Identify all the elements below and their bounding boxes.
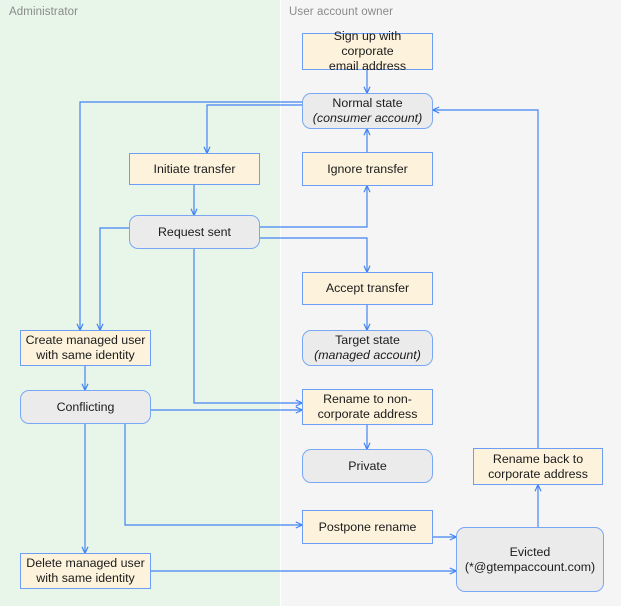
node-initiate-transfer[interactable]: Initiate transfer [129,153,260,185]
node-label-line1: Request sent [157,224,231,239]
node-label-line2: (managed account) [314,348,421,362]
node-label-line1: Sign up with corporate [333,29,402,58]
edge-conflicting-to-postpone [124,423,302,525]
node-create-managed-user-with-same-identity[interactable]: Create managed user with same identity [20,330,151,366]
swimlane-administrator [0,0,280,606]
node-label-line1: Normal state [332,96,403,110]
node-target-state[interactable]: Target state (managed account) [302,330,433,366]
node-ignore-transfer[interactable]: Ignore transfer [302,152,433,186]
node-label-line1: Rename to non- [323,392,412,406]
node-rename-to-non-corporate-address[interactable]: Rename to non- corporate address [302,389,433,425]
node-label-line1: Conflicting [56,399,115,414]
node-label-line2: corporate address [488,466,588,481]
node-label-line2: (*@gtempaccount.com) [464,559,596,574]
edge-requestsent-to-ignore [259,186,367,228]
node-request-sent[interactable]: Request sent [129,215,260,249]
swimlane-administrator-label: Administrator [9,6,79,18]
edge-requestsent-to-accept [259,237,367,272]
node-normal-state[interactable]: Normal state (consumer account) [302,93,433,129]
node-delete-managed-user-with-same-identity[interactable]: Delete managed user with same identity [20,553,151,589]
node-label-line1: Initiate transfer [153,161,236,176]
swimlane-user-account-owner-label: User account owner [289,6,394,18]
node-sign-up-with-corporate-email-address[interactable]: Sign up with corporate email address [302,29,433,73]
node-label-line1: Rename back to [492,451,584,466]
node-label-line2: email address [328,59,407,73]
node-accept-transfer[interactable]: Accept transfer [302,272,433,305]
node-conflicting[interactable]: Conflicting [20,390,151,424]
node-evicted[interactable]: Evicted (*@gtempaccount.com) [456,527,604,592]
node-label-line1: Target state [335,333,400,347]
node-label-line1: Evicted [509,544,551,559]
node-private[interactable]: Private [302,449,433,483]
edge-normal-to-initiate [207,104,302,153]
edge-requestsent-to-renamenon [193,242,302,403]
node-label-line1: Accept transfer [325,281,410,295]
node-label-line2: with same identity [36,348,135,362]
node-label-line2: with same identity [36,571,135,585]
node-label-line1: Create managed user [25,333,146,347]
node-label-line1: Private [348,458,387,473]
node-label-line2: (consumer account) [312,111,423,125]
node-label-line1: Ignore transfer [327,161,408,176]
edge-renameback-to-normal [433,110,539,448]
node-label-line1: Delete managed user [26,556,145,570]
edge-requestsent-to-createuser [100,227,129,330]
edge-normal-to-createuser [80,101,302,330]
node-label-line1: Postpone rename [318,519,417,534]
node-label-line2: corporate address [317,407,418,421]
node-postpone-rename[interactable]: Postpone rename [302,510,433,544]
node-rename-back-to-corporate-address[interactable]: Rename back to corporate address [473,448,603,485]
